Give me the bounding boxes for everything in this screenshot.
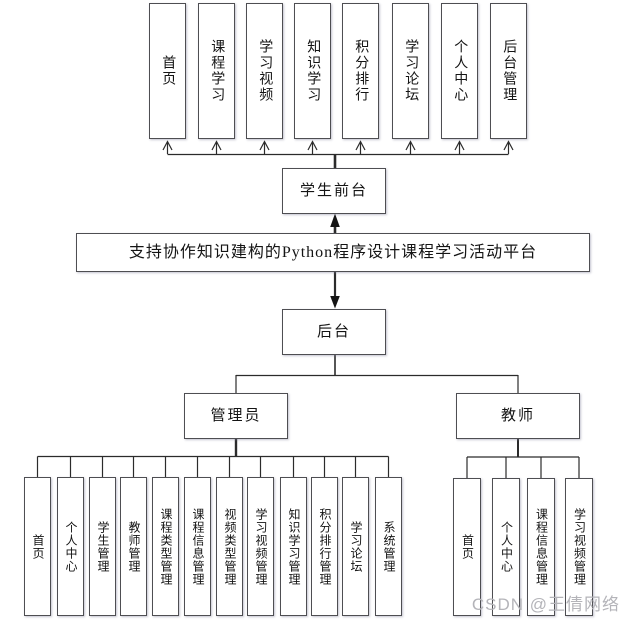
watermark: CSDN @王倩网络 bbox=[471, 595, 620, 614]
frontend-module-knowledge-study: 知识学习 bbox=[294, 3, 331, 139]
frontend-bus-connector bbox=[162, 140, 514, 169]
platform-title-node: 支持协作知识建构的Python程序设计课程学习活动平台 bbox=[76, 233, 590, 272]
teacher-bus-connector bbox=[466, 439, 580, 479]
backend-down-arrow bbox=[330, 272, 340, 309]
admin-module-knowledge-manage: 知识学习管理 bbox=[280, 477, 307, 616]
teacher-module-home: 首页 bbox=[453, 478, 481, 616]
teacher-role-node: 教师 bbox=[456, 393, 580, 439]
admin-module-course-info-manage: 课程信息管理 bbox=[184, 477, 211, 616]
admin-module-course-type-manage: 课程类型管理 bbox=[152, 477, 179, 616]
admin-module-teacher-manage: 教师管理 bbox=[120, 477, 147, 616]
admin-module-points-rank-manage: 积分排行管理 bbox=[311, 477, 338, 616]
frontend-module-points-ranking: 积分排行 bbox=[342, 3, 379, 139]
frontend-module-study-video: 学习视频 bbox=[246, 3, 283, 139]
frontend-node: 学生前台 bbox=[282, 168, 386, 214]
teacher-module-study-video: 学习视频管理 bbox=[565, 478, 593, 616]
admin-module-student-manage: 学生管理 bbox=[89, 477, 116, 616]
admin-module-study-video-manage: 学习视频管理 bbox=[247, 477, 274, 616]
teacher-module-course-info: 课程信息管理 bbox=[527, 478, 555, 616]
roles-connector bbox=[235, 355, 519, 393]
frontend-module-backend-manage: 后台管理 bbox=[490, 3, 527, 139]
frontend-module-course-study: 课程学习 bbox=[198, 3, 235, 139]
admin-module-video-type-manage: 视频类型管理 bbox=[216, 477, 243, 616]
admin-module-study-forum: 学习论坛 bbox=[342, 477, 369, 616]
backend-node: 后台 bbox=[282, 309, 386, 355]
frontend-module-home: 首页 bbox=[149, 3, 186, 139]
admin-role-node: 管理员 bbox=[184, 393, 288, 439]
admin-module-system-manage: 系统管理 bbox=[375, 477, 402, 616]
admin-module-personal-center: 个人中心 bbox=[57, 477, 84, 616]
frontend-module-personal-center: 个人中心 bbox=[441, 3, 478, 139]
frontend-module-study-forum: 学习论坛 bbox=[392, 3, 429, 139]
teacher-module-personal-center: 个人中心 bbox=[492, 478, 520, 616]
frontend-up-arrow bbox=[330, 213, 340, 233]
admin-module-home: 首页 bbox=[24, 477, 51, 616]
admin-bus-connector bbox=[36, 439, 390, 478]
